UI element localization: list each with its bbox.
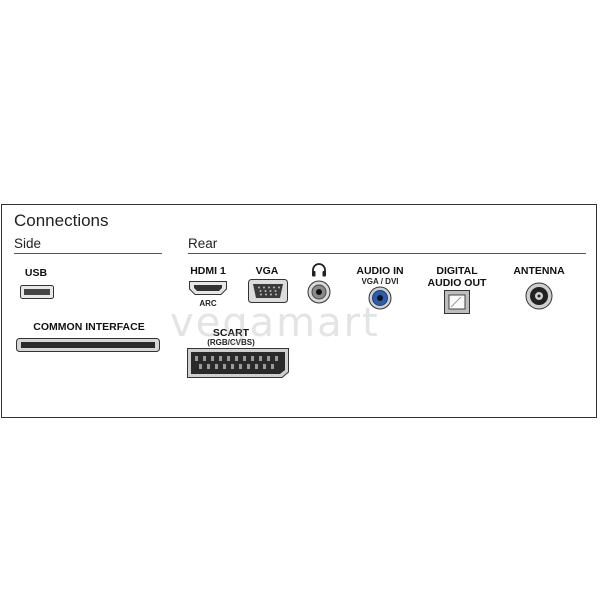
section-rear: Rear <box>188 236 218 251</box>
connections-panel: Connections Side Rear USB COMMON INTERFA… <box>1 204 597 418</box>
headphone-icon <box>312 263 326 277</box>
usb-label: USB <box>24 267 48 279</box>
common-interface-label: COMMON INTERFACE <box>33 321 145 333</box>
rear-divider <box>188 253 586 254</box>
scart-port-icon <box>187 348 289 378</box>
vga-port-icon <box>248 279 288 303</box>
scart-label: SCART <box>212 327 250 339</box>
optical-port-icon <box>444 290 470 314</box>
digital-audio-out-label-line2: AUDIO OUT <box>427 277 487 289</box>
side-divider <box>14 253 162 254</box>
antenna-port-icon <box>525 282 553 310</box>
antenna-label: ANTENNA <box>513 265 565 277</box>
scart-sub-label: (RGB/CVBS) <box>207 338 255 347</box>
panel-title: Connections <box>14 211 109 230</box>
usb-port-icon <box>20 285 54 299</box>
common-interface-slot-icon <box>16 338 160 352</box>
section-side: Side <box>14 236 42 251</box>
hdmi-arc-label: ARC <box>199 299 217 308</box>
audio-in-jack-icon <box>368 286 392 310</box>
digital-audio-out-label-line1: DIGITAL <box>436 265 478 277</box>
audio-in-label: AUDIO IN <box>356 265 404 277</box>
headphone-jack-icon <box>307 280 331 304</box>
audio-in-sub-label: VGA / DVI <box>361 277 399 286</box>
hdmi-port-icon <box>189 281 227 295</box>
hdmi-label: HDMI 1 <box>190 265 226 277</box>
vga-label: VGA <box>255 265 279 277</box>
